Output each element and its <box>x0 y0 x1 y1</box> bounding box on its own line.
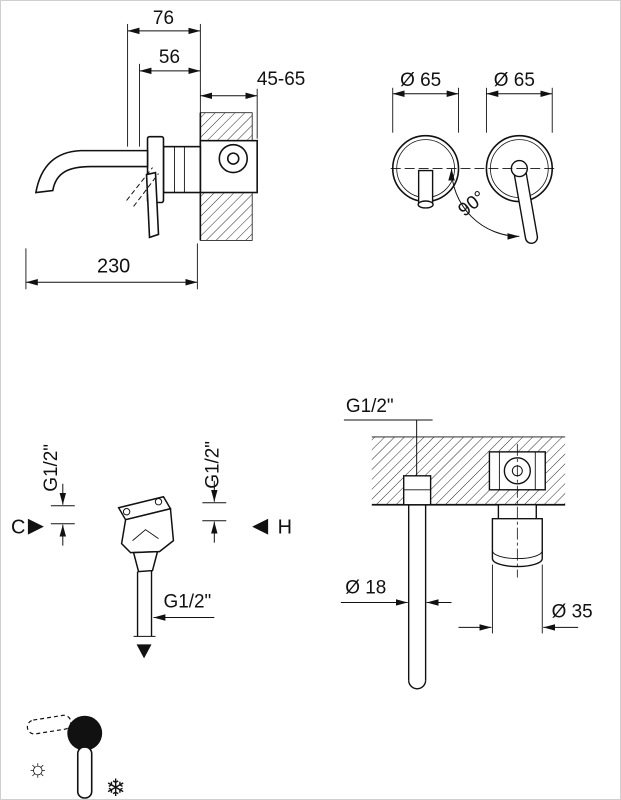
thread-top-label: G1/2" <box>346 396 394 417</box>
spout-front <box>417 169 434 205</box>
cold-label: C <box>11 517 25 539</box>
aerator-front <box>417 200 434 209</box>
rotation-arc <box>448 168 520 240</box>
cartridge-inner-circle <box>226 152 240 165</box>
dia18-label: Ø 18 <box>345 578 386 599</box>
side-view <box>34 112 258 241</box>
valve-outlet-boss <box>132 550 159 573</box>
dia65-right-label: Ø 65 <box>494 70 535 91</box>
dia65-left-label: Ø 65 <box>400 70 441 91</box>
valve-cylinder <box>491 518 543 568</box>
thread-cold-label: G1/2" <box>41 444 62 492</box>
dim-45-65-label: 45-65 <box>257 69 305 90</box>
spout-side <box>34 149 149 194</box>
mixer-body-side <box>162 145 202 194</box>
cold-arrow-icon <box>27 518 44 535</box>
pipe-fitting <box>403 475 432 506</box>
valve-screw-left <box>122 508 131 516</box>
section-view <box>340 419 579 690</box>
snowflake-icon: ❄ <box>106 775 126 799</box>
temperature-icon <box>26 714 103 799</box>
dim-56-label: 56 <box>159 47 180 68</box>
valve-screw-right <box>154 498 163 506</box>
side-view-dimensions <box>25 23 258 290</box>
mixer-lever <box>76 746 93 799</box>
flow-down-arrow-icon <box>136 644 152 659</box>
spout-pipe-tip <box>407 680 427 690</box>
dim-230-label: 230 <box>97 255 130 277</box>
lever-handle-side <box>145 171 160 239</box>
thread-outlet-label: G1/2" <box>163 591 211 612</box>
valve-view <box>27 480 269 659</box>
hot-arrow-icon <box>252 518 269 535</box>
sun-icon: ☼ <box>27 755 49 782</box>
thread-hot-label: G1/2" <box>202 441 223 489</box>
front-view-dimensions <box>392 87 553 133</box>
mixer-knob <box>67 715 103 751</box>
dim-76-label: 76 <box>153 8 174 29</box>
handle-hot-position <box>26 714 72 735</box>
hot-label: H <box>278 517 292 539</box>
rotation-90-label: 90° <box>454 187 489 221</box>
front-view <box>390 134 556 245</box>
dia35-label: Ø 35 <box>552 601 593 622</box>
handle-alt-position <box>126 167 159 207</box>
